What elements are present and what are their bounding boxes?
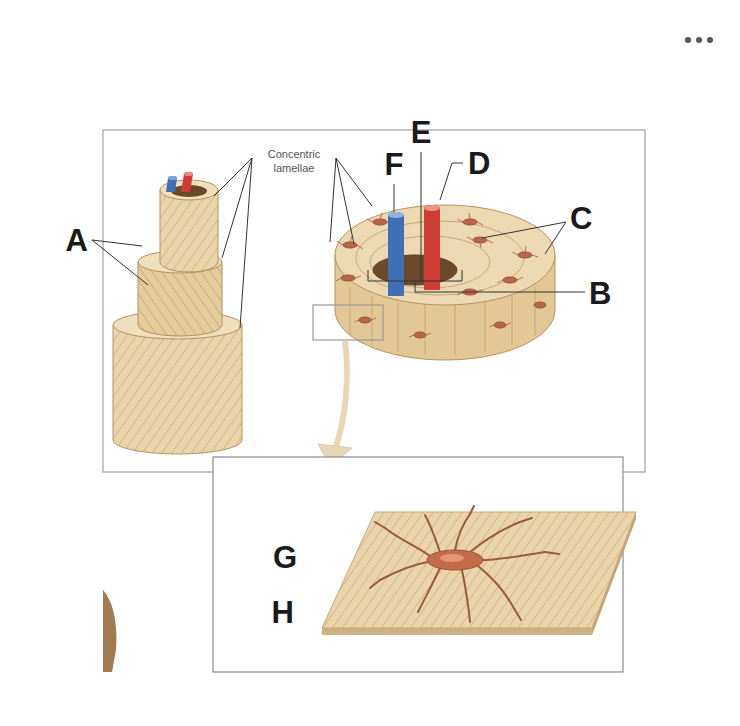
central-vessels-part [424,205,440,290]
central-vessels-part [388,212,404,296]
osteon-disc-part [512,296,513,345]
osteon-disc [335,205,555,360]
small-vessels-part [184,172,193,176]
osteocytes-part [373,219,387,225]
leader-lines-part [421,152,422,282]
leader-lines-part [92,240,148,285]
zoom-arrow [335,341,347,450]
central-vessels-part [388,212,404,218]
leader-lines-part [482,222,566,254]
osteon-disc-part [350,287,351,335]
osteocytes-part [343,242,357,248]
osteon-disc-part [535,287,536,335]
osteocytes-part [341,275,355,281]
bone-slab-part [322,628,592,635]
osteocytes-part [337,213,393,249]
menu-dots-part [696,37,702,43]
lamellae-cylinders [113,180,242,454]
bone-slab [322,512,636,635]
osteocytes-part [503,277,517,283]
osteocyte-part [370,506,559,622]
bone-slab-part [322,512,636,628]
small-vessels-part [181,172,193,192]
osteon-disc-part [455,305,456,355]
menu-dots-part [685,37,691,43]
osteocytes-part [336,276,511,337]
osteon-disc-part [398,302,399,352]
leader-lines-part [368,270,585,292]
osteocytes-part [457,213,493,248]
osteocyte-part [418,566,515,622]
osteocytes-part [414,332,426,338]
osteon-disc-part [425,305,426,355]
osteocytes-part [494,322,506,328]
osteocyte [370,506,559,622]
osteocytes-part [534,302,546,308]
lamellae-cylinders-part [160,190,218,272]
leader-lines-part [440,163,463,200]
callout-letter: A [66,225,88,256]
osteocyte-part [440,554,464,562]
osteon-disc-part [372,296,373,345]
menu-dots [685,37,713,43]
osteocytes-part [457,246,538,295]
small-vessels [166,172,193,192]
osteocyte-part [427,550,483,570]
zoom-box [313,305,383,340]
osteocyte-part [370,506,559,620]
leader-lines-part [394,184,395,212]
small-vessels-part [166,176,177,192]
callout-letter: E [411,117,432,148]
callout-letter: H [272,597,294,628]
osteon-disc-part [485,302,486,352]
callout-letter: B [589,278,611,309]
osteon-disc-part [335,205,555,305]
central-vessels-part [424,205,440,211]
callout-letter: G [273,542,297,573]
osteocyte-part [380,515,440,580]
lamellae-cylinders-part [113,325,242,454]
menu-dots-part [707,37,713,43]
osteocytes-part [359,317,371,323]
leader-lines-part [214,158,252,328]
figure-panel [103,130,645,472]
osteocytes-part [463,219,477,225]
callout-letter: F [385,149,404,180]
callout-letter: C [570,203,592,234]
cropped-figure [103,590,116,672]
structure-label: Concentric lamellae [255,148,333,176]
small-vessels-part [168,176,177,180]
osteocytes-part [518,252,532,258]
callout-letter: D [468,148,490,179]
leader-lines-part [330,158,372,244]
central-vessels [388,205,440,296]
